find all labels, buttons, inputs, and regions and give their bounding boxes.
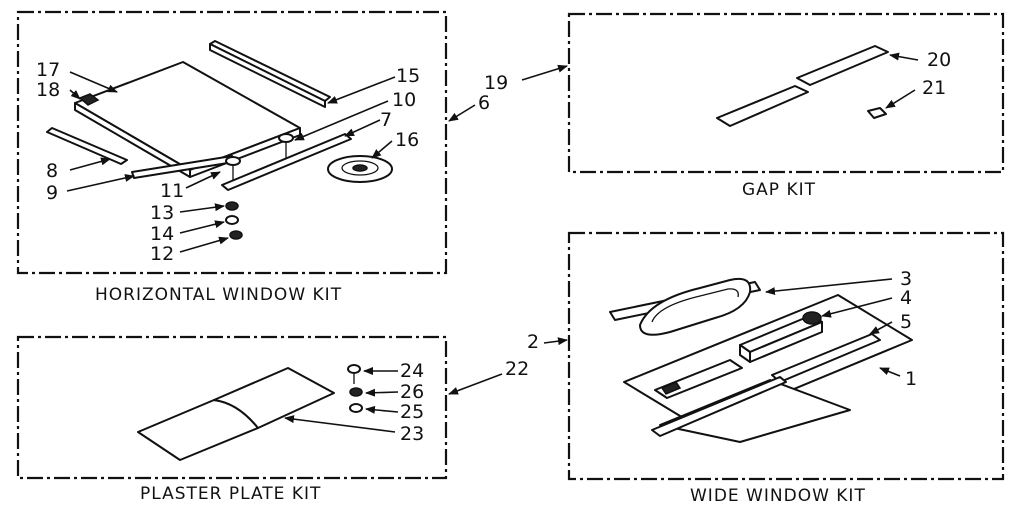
wide-bottom-rail [651,376,787,437]
gap-kit: GAP KIT 20 21 [567,12,1005,200]
wide-kit-frame [567,231,1005,481]
callout-20: 20 [927,49,951,71]
plaster-washer-26 [349,387,363,397]
nut-12 [229,230,243,240]
small-bracket [78,93,100,106]
callout-16: 16 [395,129,419,151]
wide-base-plate [623,294,913,429]
gap-strip-lower [716,85,809,127]
foam-seal [327,155,393,183]
leader-6 [448,104,476,122]
callout-26: 26 [400,381,424,403]
long-rail [221,133,352,191]
washer-14 [225,215,239,225]
wide-bracket-detail [660,381,682,395]
top-rail [209,40,331,108]
callout-7: 7 [380,109,392,131]
callout-14: 14 [150,223,174,245]
left-rail [46,127,128,165]
leader-19 [521,64,568,81]
gap-kit-caption: GAP KIT [742,180,816,200]
callout-15: 15 [396,65,420,87]
gap-clip [867,107,887,119]
wide-block [739,311,823,363]
callout-24: 24 [400,360,424,382]
callout-13: 13 [150,202,174,224]
callout-6: 6 [478,92,490,114]
wide-kit-caption: WIDE WINDOW KIT [690,486,866,506]
screw-upper [278,133,294,158]
callout-18: 18 [36,79,60,101]
callout-23: 23 [400,423,424,445]
wide-window-kit: WIDE WINDOW KIT 3 4 5 [567,231,1005,506]
plaster-screw [347,364,361,384]
gap-kit-frame [567,12,1005,174]
callout-22: 22 [505,358,529,380]
callout-4: 4 [900,287,912,309]
callout-25: 25 [400,401,424,423]
plaster-plate-flap [213,367,335,429]
wide-lower-strip [659,379,851,443]
horizontal-window-kit: HORIZONTAL WINDOW KIT [16,10,448,305]
plaster-kit-caption: PLASTER PLATE KIT [140,484,321,504]
callout-19: 19 [484,72,508,94]
plaster-kit-frame [16,335,448,480]
callout-9: 9 [46,182,58,204]
plaster-washer-25 [349,403,363,413]
horizontal-kit-frame [16,10,448,275]
wide-loop-gasket [639,277,752,336]
callout-12: 12 [150,243,174,265]
callout-21: 21 [922,77,946,99]
callout-2: 2 [527,331,539,353]
washer-13 [225,201,239,211]
callout-8: 8 [46,160,58,182]
callout-5: 5 [900,311,912,333]
screw-lower [225,156,241,180]
callout-10: 10 [392,89,416,111]
callout-11: 11 [160,180,184,202]
leader-2 [543,337,568,346]
leader-22 [448,373,503,395]
gap-strip-upper [796,45,889,86]
callout-1: 1 [905,368,917,390]
callout-3: 3 [900,268,912,290]
plaster-plate-kit: PLASTER PLATE KIT 24 26 25 23 [16,335,448,504]
callout-17: 17 [36,59,60,81]
horizontal-kit-caption: HORIZONTAL WINDOW KIT [95,285,342,305]
